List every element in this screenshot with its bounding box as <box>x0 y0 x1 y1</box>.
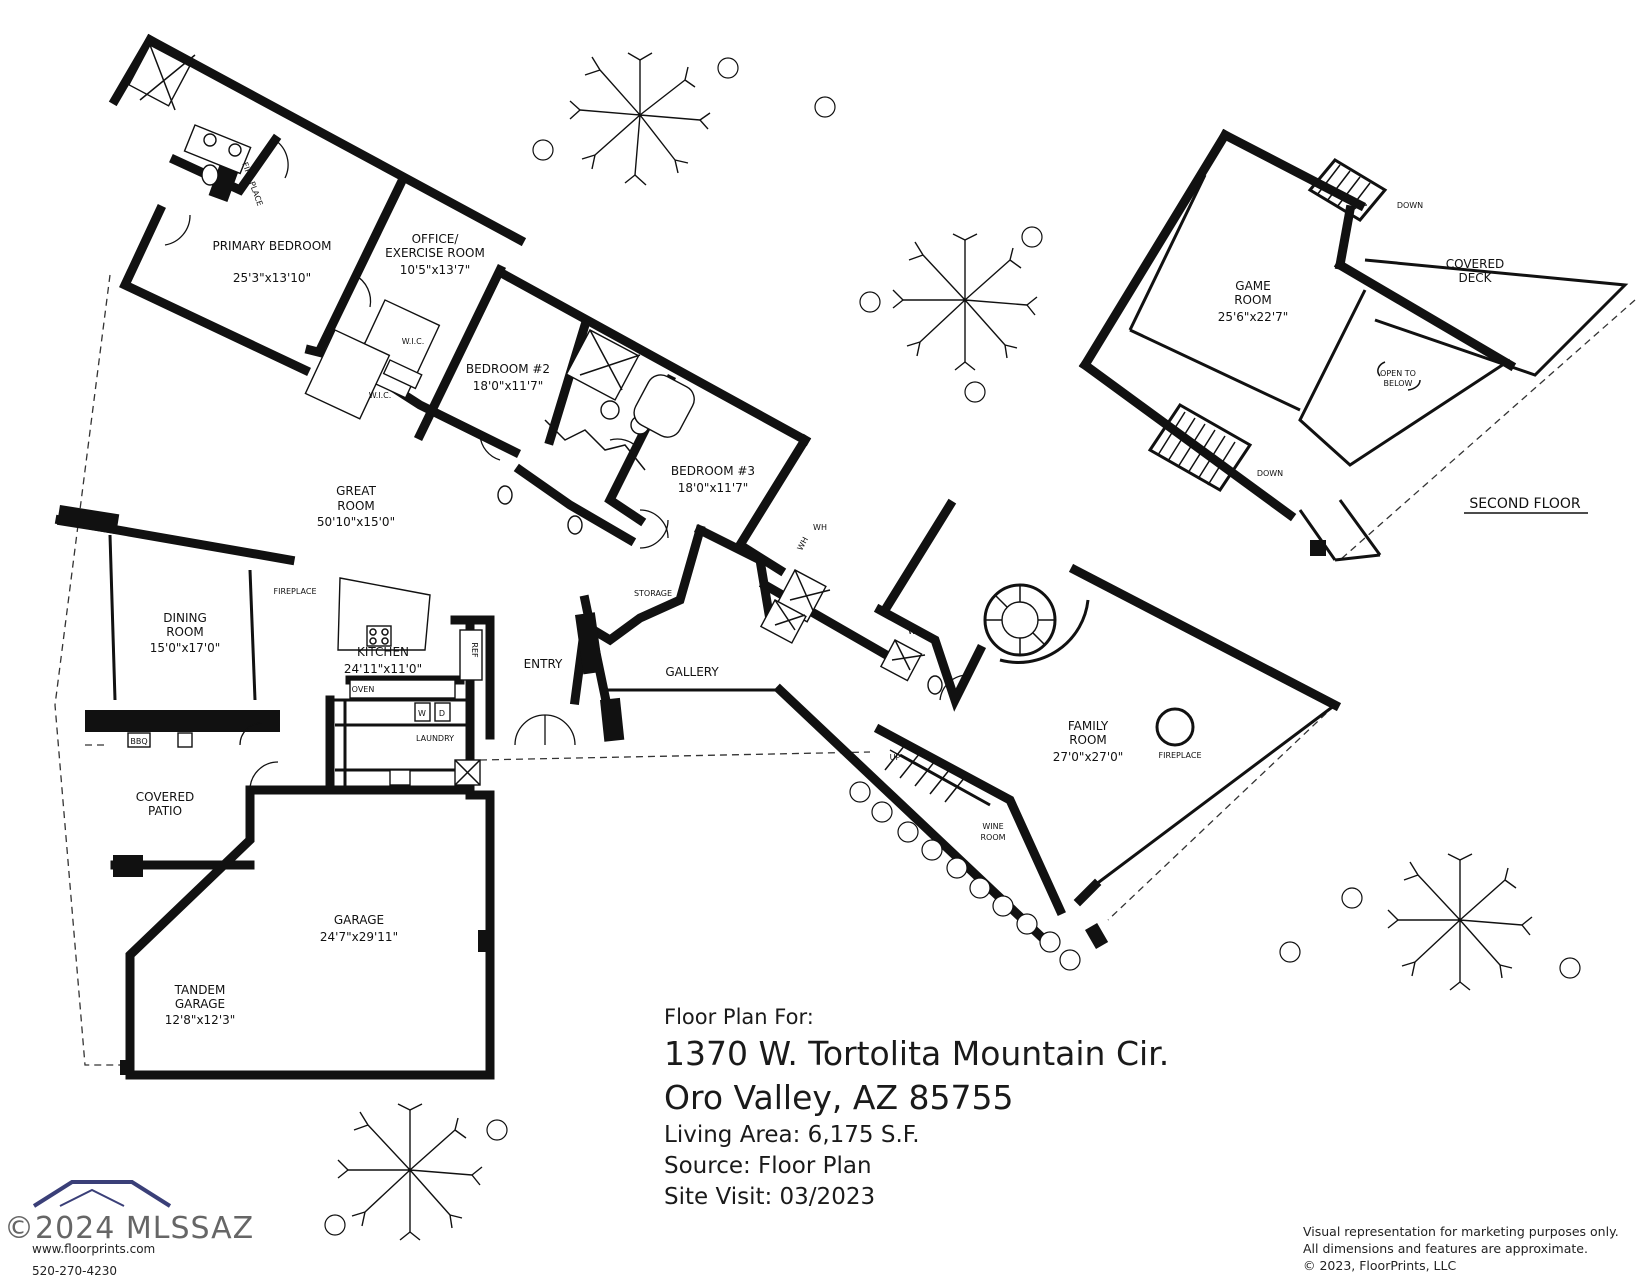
primary-bedroom-dims: 25'3"x13'10" <box>233 271 311 285</box>
open-to-below-arrows <box>1377 361 1421 391</box>
gallery-label: GALLERY <box>665 665 719 679</box>
tandem-garage-name-2: GARAGE <box>175 997 225 1011</box>
logo-url: www.floorprints.com <box>32 1242 156 1256</box>
info-heading: Floor Plan For: <box>664 1005 814 1029</box>
stair-down-label-2: DOWN <box>1257 469 1283 478</box>
storage-label: STORAGE <box>634 589 672 598</box>
stair-down-label-1: DOWN <box>1397 201 1423 210</box>
great-room-fireplace: FIREPLACE <box>273 587 316 596</box>
dining-room-name-2: ROOM <box>166 625 204 639</box>
kitchen-dims: 24'11"x11'0" <box>344 662 422 676</box>
game-room-name-2: ROOM <box>1234 293 1272 307</box>
fixtures <box>127 44 1388 803</box>
property-info: Floor Plan For: 1370 W. Tortolita Mounta… <box>664 1003 1364 1213</box>
wine-room-name-2: ROOM <box>980 833 1005 842</box>
disclaimer-line-2: All dimensions and features are approxim… <box>1303 1241 1588 1256</box>
bedroom2-name: BEDROOM #2 <box>466 362 550 376</box>
bedroom3-name: BEDROOM #3 <box>671 464 755 478</box>
great-room-name-2: ROOM <box>337 499 375 513</box>
tree-1 <box>569 52 711 186</box>
wh-label-3: WH <box>796 536 810 553</box>
dining-room-name-1: DINING <box>163 611 207 625</box>
living-area: Living Area: 6,175 S.F. <box>664 1122 920 1148</box>
disclaimer-line-1: Visual representation for marketing purp… <box>1303 1224 1619 1239</box>
wic-label-1: W.I.C. <box>402 337 425 346</box>
disclaimer-line-3: © 2023, FloorPrints, LLC <box>1303 1258 1457 1273</box>
tandem-garage-name-1: TANDEM <box>174 983 226 997</box>
source: Source: Floor Plan <box>664 1153 872 1179</box>
tandem-garage-dims: 12'8"x12'3" <box>165 1013 236 1027</box>
wh-label-2: WH <box>813 523 827 532</box>
office-name-2: EXERCISE ROOM <box>385 246 485 260</box>
ref-label: REF <box>470 642 479 658</box>
site-visit: Site Visit: 03/2023 <box>664 1184 876 1210</box>
stair-up-label: UP <box>890 753 901 762</box>
primary-bedroom-name-1: PRIMARY BEDROOM <box>212 239 331 253</box>
great-room-dims: 50'10"x15'0" <box>317 515 395 529</box>
tree-2 <box>892 233 1038 371</box>
office-name-1: OFFICE/ <box>412 232 460 246</box>
first-floor-stair <box>884 739 986 803</box>
great-room-name-1: GREAT <box>336 484 376 498</box>
bedroom2-dims: 18'0"x11'7" <box>473 379 544 393</box>
covered-deck-name-2: DECK <box>1458 271 1492 285</box>
wic-label-2: W.I.C. <box>369 391 392 400</box>
logo-phone: 520-270-4230 <box>32 1264 118 1278</box>
open-to-below-2: BELOW <box>1384 379 1413 388</box>
game-room-dims: 25'6"x22'7" <box>1218 310 1289 324</box>
tree-4 <box>337 1103 483 1241</box>
address-line-1: 1370 W. Tortolita Mountain Cir. <box>664 1034 1170 1073</box>
open-to-below-1: OPEN TO <box>1380 369 1416 378</box>
wh-label-1: WH <box>908 627 922 636</box>
room-labels: PRIMARY BEDROOM 25'3"x13'10" OFFICE/ EXE… <box>130 161 1588 1027</box>
garage-name: GARAGE <box>334 913 384 927</box>
family-room-name-1: FAMILY <box>1068 719 1109 733</box>
watermark: ©2024 MLSSAZ <box>4 1211 255 1246</box>
dashed-outlines <box>54 274 1636 1066</box>
first-floor-walls <box>54 33 1342 1080</box>
office-dims: 10'5"x13'7" <box>400 263 471 277</box>
second-floor-label: SECOND FLOOR <box>1469 496 1581 512</box>
family-room-dims: 27'0"x27'0" <box>1053 750 1124 764</box>
bbq-label: BBQ <box>130 737 147 746</box>
tree-3 <box>1387 853 1533 991</box>
entry-label: ENTRY <box>524 657 563 671</box>
washer-label: W <box>418 709 426 718</box>
door-swings <box>164 139 1368 791</box>
covered-deck-name-1: COVERED <box>1446 257 1505 271</box>
floorprints-logo: ©2024 MLSSAZ www.floorprints.com 520-270… <box>4 1176 264 1278</box>
dryer-label: D <box>439 709 445 718</box>
house-roof-icon <box>32 1180 172 1208</box>
address-line-2: Oro Valley, AZ 85755 <box>664 1078 1014 1117</box>
covered-patio-name-1: COVERED <box>136 790 195 804</box>
covered-patio-name-2: PATIO <box>148 804 182 818</box>
bedroom3-dims: 18'0"x11'7" <box>678 481 749 495</box>
oven-label: OVEN <box>352 685 375 694</box>
family-room-name-2: ROOM <box>1069 733 1107 747</box>
dining-room-dims: 15'0"x17'0" <box>150 641 221 655</box>
wine-room-name-1: WINE <box>982 822 1003 831</box>
shrubs <box>324 57 1581 1236</box>
family-room-fireplace: FIREPLACE <box>1158 751 1201 760</box>
disclaimer: Visual representation for marketing purp… <box>1303 1223 1619 1274</box>
second-floor-walls <box>1078 128 1629 562</box>
trees <box>337 52 1533 1241</box>
garage-dims: 24'7"x29'11" <box>320 930 398 944</box>
laundry-label: LAUNDRY <box>416 734 454 743</box>
kitchen-name: KITCHEN <box>357 645 409 659</box>
game-room-name-1: GAME <box>1235 279 1270 293</box>
